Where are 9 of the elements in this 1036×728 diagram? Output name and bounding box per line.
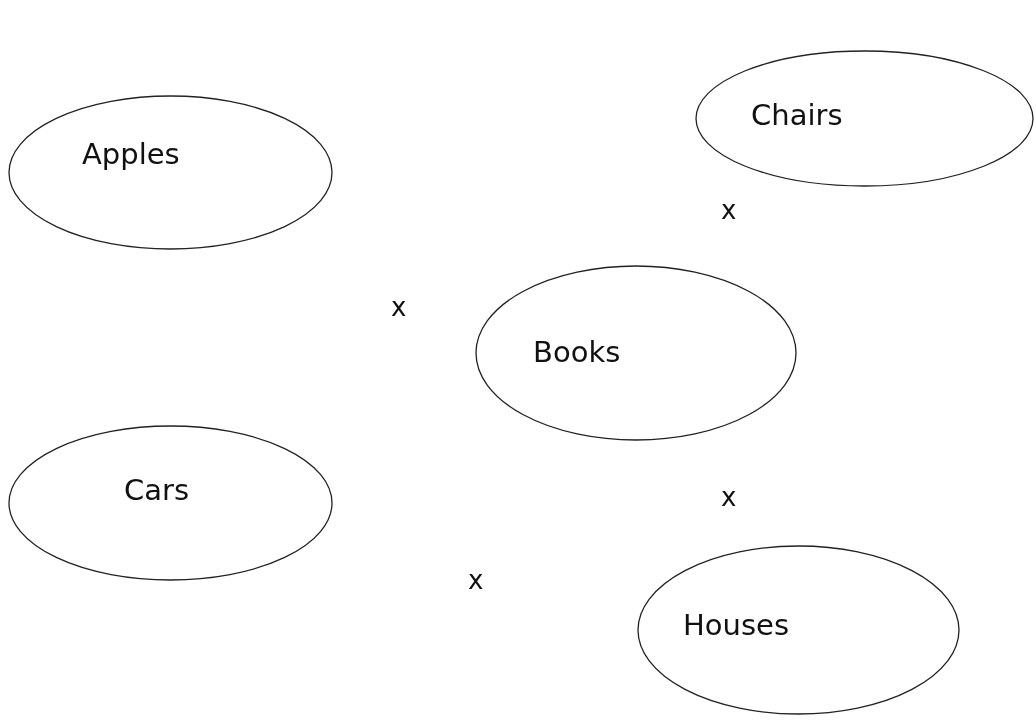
item-label: Houses xyxy=(683,608,789,643)
cross-mark: x xyxy=(721,195,737,227)
item-label: Chairs xyxy=(751,98,843,133)
item-label: Books xyxy=(533,335,621,370)
cross-mark: x xyxy=(468,565,484,597)
cross-mark: x xyxy=(721,482,737,514)
cross-mark: x xyxy=(391,292,407,324)
item-label: Cars xyxy=(124,473,190,508)
item-label: Apples xyxy=(82,137,180,172)
